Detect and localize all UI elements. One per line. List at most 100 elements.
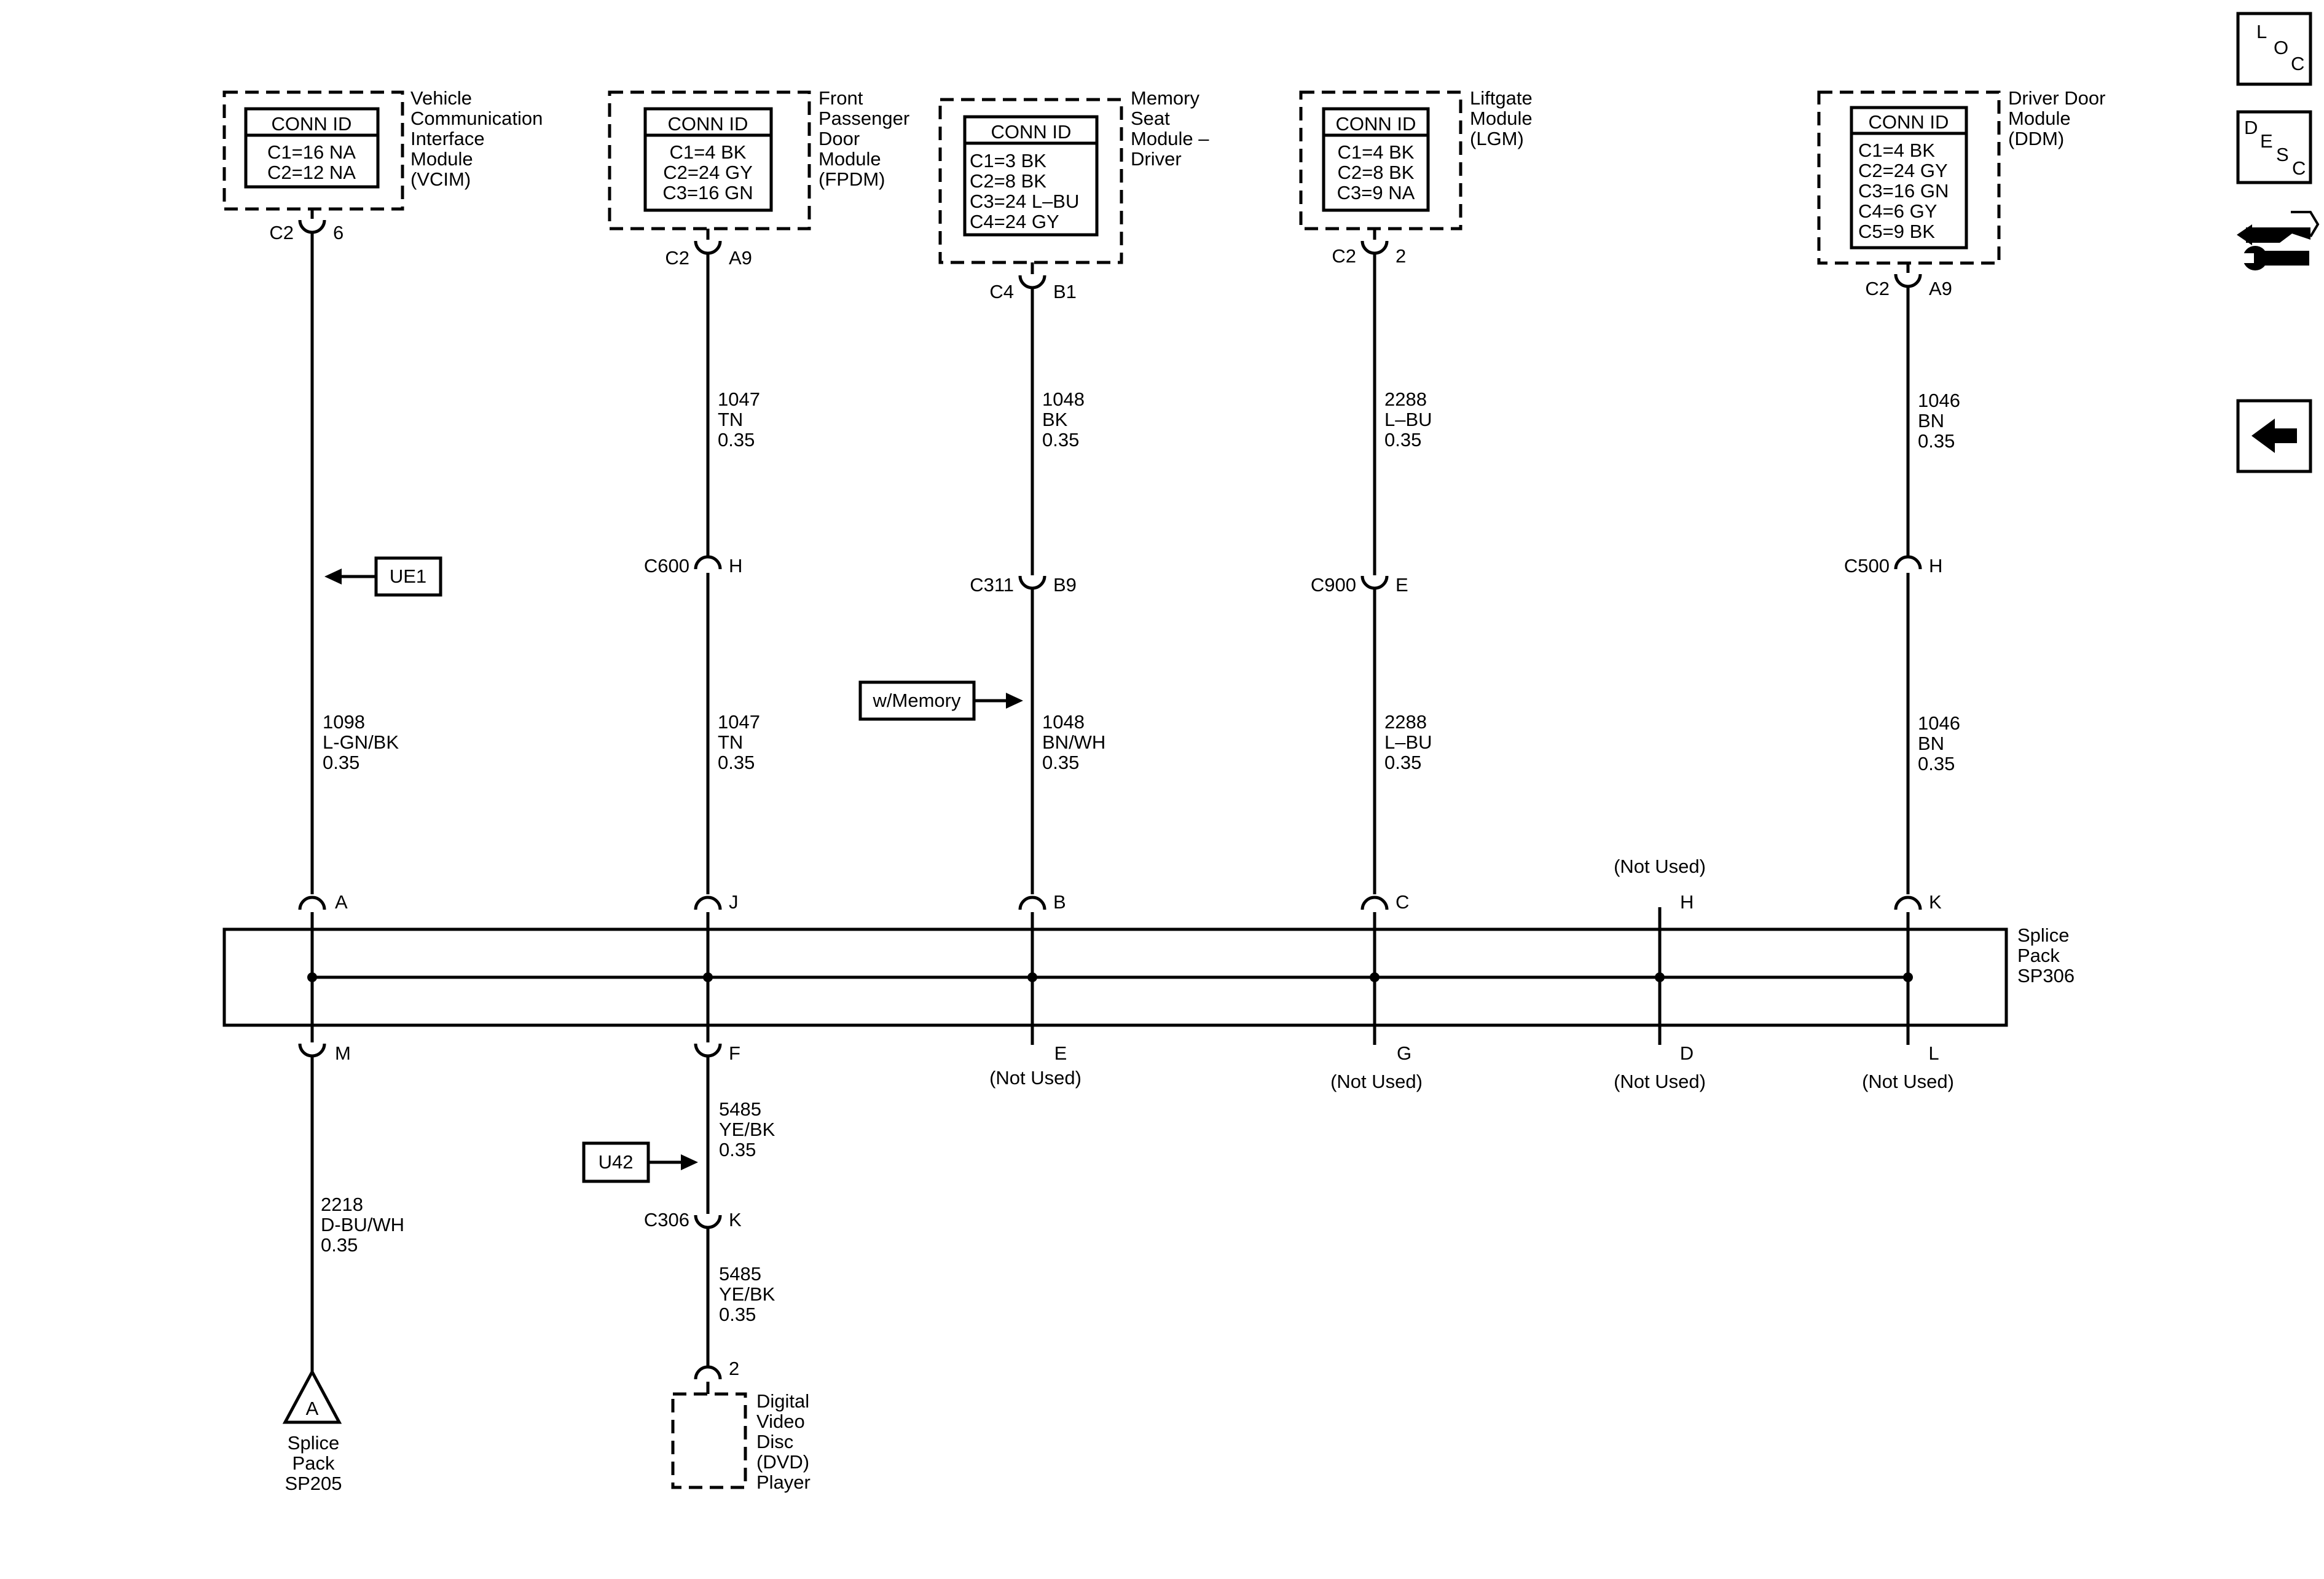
vcim-conn-line-1: C1=16 NA (267, 141, 356, 163)
ddm-conn-right: A9 (1929, 278, 1952, 299)
vcim-label-2: Communication (410, 108, 543, 129)
splice-pin-label-e: E (1054, 1042, 1067, 1064)
msm-label-1: Memory (1131, 87, 1199, 109)
vcim-wire-circuit: 1098 (323, 711, 365, 733)
msm-wire-top-color: BK (1042, 409, 1068, 430)
ddm-conn-left: C2 (1865, 278, 1890, 299)
sp205-label-2: Pack (292, 1452, 335, 1474)
loc-button[interactable]: L O C (2236, 12, 2312, 86)
vcim-conn-line-2: C2=12 NA (267, 162, 356, 183)
splice-pin-label-b: B (1053, 891, 1066, 913)
fpdm-conn-line-3: C3=16 GN (662, 182, 753, 203)
fpdm-wire-top-circuit: 1047 (718, 388, 760, 410)
lgm-label-2: Module (1470, 108, 1533, 129)
wire-dvd-color: YE/BK (719, 1283, 775, 1305)
dvd-dashed-outline (671, 1392, 747, 1489)
dvd-label-2: Video (756, 1411, 805, 1432)
lgm-conn-left: C2 (1332, 245, 1356, 267)
lgm-wire-top-gauge: 0.35 (1384, 429, 1421, 451)
wire-dvd-gauge: 0.35 (719, 1304, 756, 1325)
lgm-conn-right: 2 (1396, 245, 1406, 267)
lgm-inline-left: C900 (1311, 574, 1356, 596)
splice-bottom-pin-m: M (298, 977, 351, 1064)
splice-bottom-pin-e: E (Not Used) (989, 977, 1082, 1089)
connector-wrench-icon[interactable] (2237, 211, 2320, 270)
c306-inline-connector: C306 K (644, 1196, 742, 1231)
fpdm-wire-mid-circuit: 1047 (718, 711, 760, 733)
vcim-conn-box (244, 107, 380, 189)
splice-label-3: SP306 (2017, 965, 2075, 986)
splice-pin-d-not-used: (Not Used) (1614, 1071, 1706, 1092)
vcim-conn-id: CONN ID (272, 113, 352, 135)
dvd-connector: 2 (694, 1358, 739, 1394)
msm-conn-right: B1 (1053, 281, 1077, 302)
fpdm-conn-line-2: C2=24 GY (663, 162, 753, 183)
msm-memory-flag: w/Memory (858, 680, 1023, 721)
lgm-wire-mid-circuit: 2288 (1384, 711, 1427, 733)
splice-bottom-pin-d: D (Not Used) (1614, 977, 1706, 1092)
vcim-label-3: Interface (410, 128, 485, 149)
splice-pin-label-l: L (1928, 1042, 1939, 1064)
msm-conn-line-1: C1=3 BK (970, 150, 1046, 171)
lgm-wire-mid-color: L–BU (1384, 731, 1432, 753)
splice-pin-label-d: D (1680, 1042, 1694, 1064)
ddm-conn-line-1: C1=4 BK (1858, 140, 1935, 161)
splice-pin-e-not-used: (Not Used) (989, 1067, 1082, 1089)
msm-label-2: Seat (1131, 108, 1170, 129)
splice-pin-h-not-used: (Not Used) (1614, 856, 1706, 877)
c306-right: K (729, 1209, 742, 1231)
splice-pin-l-not-used: (Not Used) (1862, 1071, 1954, 1092)
msm-conn-line-2: C2=8 BK (970, 170, 1046, 192)
ddm-conn-id: CONN ID (1869, 111, 1949, 133)
ddm-wire-top-color: BN (1918, 410, 1944, 431)
ddm-label-1: Driver Door (2008, 87, 2105, 109)
fpdm-conn-right: A9 (729, 247, 752, 269)
c306-left: C306 (644, 1209, 689, 1231)
dvd-player-module: Digital Video Disc (DVD) Player (671, 1390, 811, 1493)
u42-flag: U42 (582, 1141, 698, 1183)
fpdm-conn-id: CONN ID (668, 113, 748, 135)
fpdm-label-5: (FPDM) (819, 168, 885, 190)
wire-m-color: D-BU/WH (321, 1214, 404, 1235)
vcim-wire-color: L-GN/BK (323, 731, 399, 753)
back-arrow-button[interactable] (2236, 399, 2312, 473)
ddm-label-3: (DDM) (2008, 128, 2064, 149)
lgm-conn-line-3: C3=9 NA (1337, 182, 1415, 203)
ddm-module: CONN ID C1=4 BK C2=24 GY C3=16 GN C4=6 G… (1817, 87, 2105, 265)
dvd-label-1: Digital (756, 1390, 809, 1412)
desc-letter-e: E (2260, 130, 2273, 152)
splice-pack-body (222, 927, 2008, 1027)
fpdm-connector: C2 A9 (665, 229, 752, 269)
splice-pin-label-f: F (729, 1042, 740, 1064)
lgm-inline-right: E (1396, 574, 1408, 596)
offpage-triangle-a: A (282, 1368, 342, 1424)
lgm-conn-id: CONN ID (1336, 113, 1416, 135)
ddm-wire-top-gauge: 0.35 (1918, 430, 1955, 452)
ddm-conn-line-3: C3=16 GN (1858, 180, 1949, 202)
fpdm-module: CONN ID C1=4 BK C2=24 GY C3=16 GN Front … (608, 87, 909, 230)
splice-pin-label-j: J (729, 891, 739, 913)
dvd-label-5: Player (756, 1471, 811, 1493)
msm-wire-top-circuit: 1048 (1042, 388, 1085, 410)
ddm-conn-line-2: C2=24 GY (1858, 160, 1948, 181)
ddm-conn-box (1850, 106, 1968, 250)
vcim-connector: C2 6 (269, 209, 343, 243)
desc-button[interactable]: D E S C (2236, 110, 2312, 184)
msm-connector: C4 B1 (989, 262, 1077, 302)
dvd-label-3: Disc (756, 1431, 793, 1452)
splice-pin-label-h: H (1680, 891, 1694, 913)
msm-wire-top-gauge: 0.35 (1042, 429, 1079, 451)
lgm-inline-connector: C900 E (1311, 557, 1408, 596)
fpdm-inline-connector: C600 H (644, 555, 742, 593)
wire-f-color: YE/BK (719, 1119, 775, 1140)
lgm-wire-mid-gauge: 0.35 (1384, 752, 1421, 773)
vcim-conn-left: C2 (269, 222, 294, 243)
splice-label-1: Splice (2017, 924, 2069, 946)
msm-module: CONN ID C1=3 BK C2=8 BK C3=24 L–BU C4=24… (938, 87, 1209, 264)
fpdm-wire-mid-gauge: 0.35 (718, 752, 755, 773)
msm-wire-mid-circuit: 1048 (1042, 711, 1085, 733)
fpdm-conn-left: C2 (665, 247, 689, 269)
ddm-connector: C2 A9 (1865, 263, 1952, 299)
fpdm-inline-right: H (729, 555, 742, 577)
